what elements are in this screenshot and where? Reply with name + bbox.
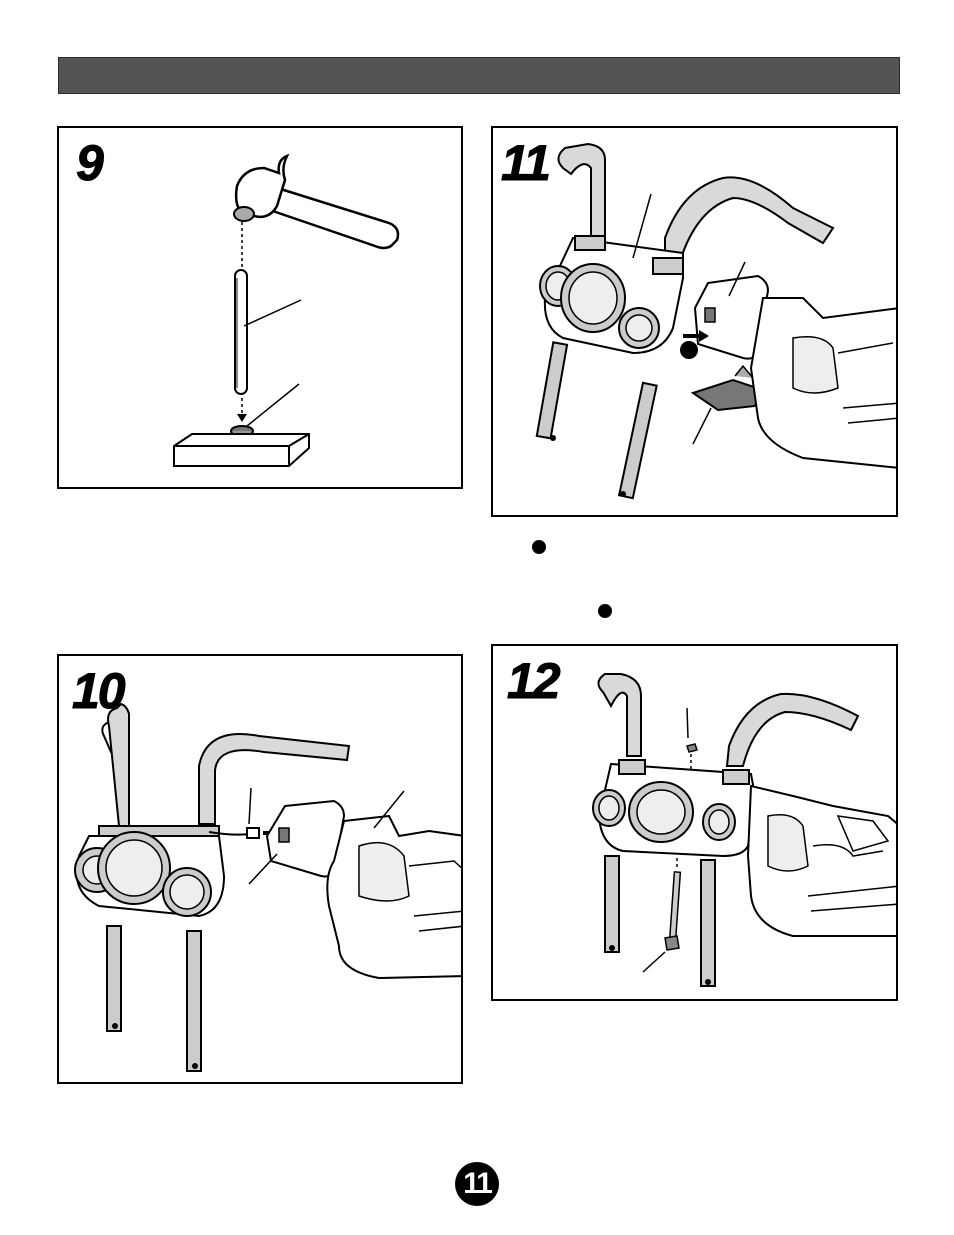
handlebar-connection-illustration xyxy=(59,656,463,1084)
section-header-bar xyxy=(58,57,900,94)
step-bullet-a xyxy=(532,540,546,554)
page-number-badge: 11 xyxy=(455,1162,499,1206)
step-11-panel: 11 xyxy=(491,126,898,517)
step-12-panel: 12 xyxy=(491,644,898,1001)
screw-installation-illustration xyxy=(493,646,898,1001)
step-bullet-b xyxy=(598,604,612,618)
hammer-pin-illustration xyxy=(59,128,463,489)
step-9-panel: 9 xyxy=(57,126,463,489)
step-10-panel: 10 xyxy=(57,654,463,1084)
cover-installation-illustration xyxy=(493,128,898,517)
